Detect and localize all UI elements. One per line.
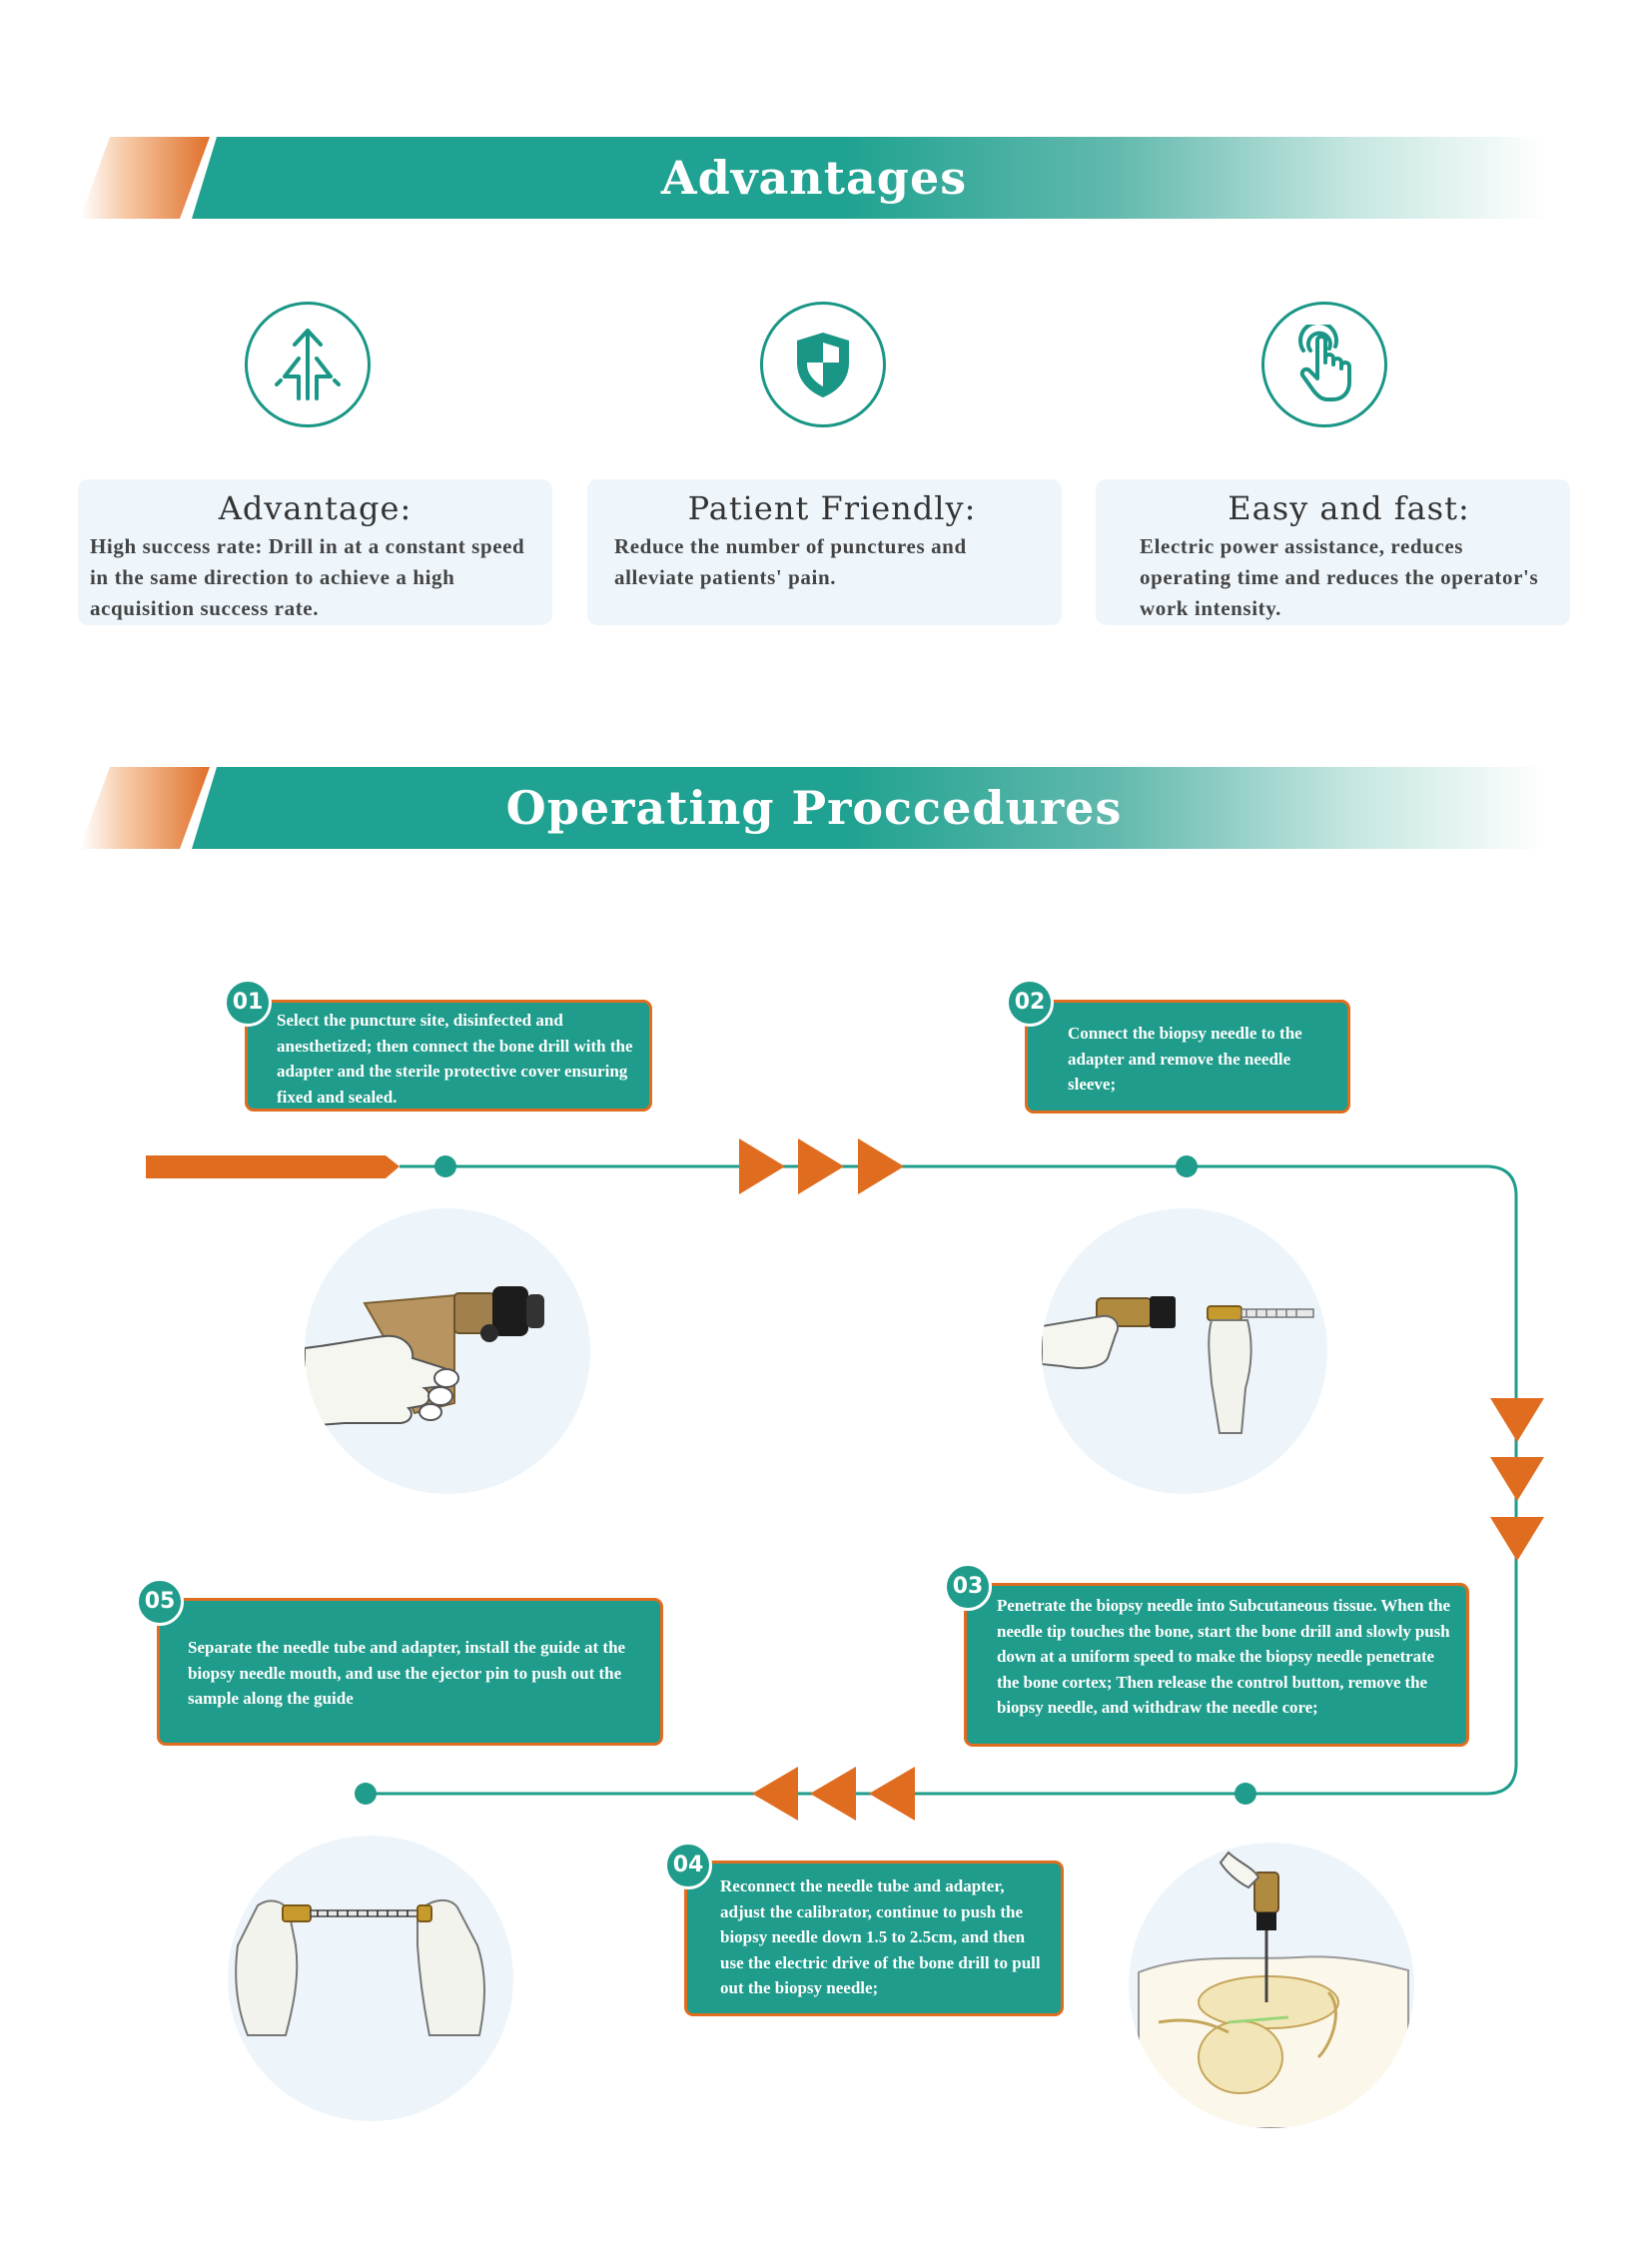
advantages-banner: Advantages <box>80 137 1548 219</box>
touch-hand-icon <box>1261 302 1387 427</box>
left-arrows <box>752 1767 915 1821</box>
start-arrow <box>146 1155 400 1178</box>
advantage-card-3: Easy and fast: Electric power assistance… <box>1096 479 1570 625</box>
flow-node-4 <box>355 1783 377 1805</box>
photo-patient-drill <box>1129 1843 1414 2128</box>
step-badge-03: 03 <box>944 1563 992 1611</box>
patient-friendly-text: Reduce the number of punctures and allev… <box>614 534 967 589</box>
procedures-banner: Operating Proccedures <box>80 767 1548 849</box>
banner-bar <box>192 767 1548 849</box>
step-box-01: Select the puncture site, disinfected an… <box>245 1000 652 1112</box>
step-03-text: Penetrate the biopsy needle into Subcuta… <box>997 1596 1450 1717</box>
arrows-icon <box>245 302 371 427</box>
advantage-card-1: Advantage: High success rate: Drill in a… <box>78 479 552 625</box>
step-badge-01: 01 <box>224 979 272 1027</box>
down-arrows <box>1490 1398 1544 1561</box>
patient-friendly-title: Patient Friendly: <box>687 489 977 527</box>
easy-fast-title: Easy and fast: <box>1228 489 1470 527</box>
step-01-text: Select the puncture site, disinfected an… <box>277 1011 633 1107</box>
banner-bar <box>192 137 1548 219</box>
step-02-text: Connect the biopsy needle to the adapter… <box>1068 1024 1302 1094</box>
advantage-text: High success rate: Drill in at a constan… <box>90 534 525 620</box>
photo-drill-hand <box>305 1208 590 1494</box>
advantage-title: Advantage: <box>218 489 413 527</box>
step-badge-05: 05 <box>136 1578 184 1626</box>
procedures-title: Operating Proccedures <box>505 781 1123 835</box>
step-box-04: Reconnect the needle tube and adapter, a… <box>684 1861 1064 2016</box>
easy-fast-text: Electric power assistance, reduces opera… <box>1140 534 1539 620</box>
right-arrows <box>739 1138 904 1194</box>
step-box-05: Separate the needle tube and adapter, in… <box>157 1598 663 1746</box>
flow-node-3 <box>1235 1783 1256 1805</box>
photo-needle-connect <box>1042 1208 1327 1494</box>
step-box-03: Penetrate the biopsy needle into Subcuta… <box>964 1583 1469 1747</box>
step-04-text: Reconnect the needle tube and adapter, a… <box>720 1876 1041 1997</box>
step-05-text: Separate the needle tube and adapter, in… <box>188 1638 626 1708</box>
advantages-title: Advantages <box>660 151 968 205</box>
flow-node-1 <box>434 1155 456 1177</box>
step-badge-04: 04 <box>664 1842 712 1889</box>
shield-icon <box>760 302 886 427</box>
flow-node-2 <box>1176 1155 1198 1177</box>
photo-sample-eject <box>228 1836 513 2121</box>
step-box-02: Connect the biopsy needle to the adapter… <box>1025 1000 1350 1114</box>
advantage-card-2: Patient Friendly: Reduce the number of p… <box>587 479 1062 625</box>
step-badge-02: 02 <box>1006 979 1054 1027</box>
